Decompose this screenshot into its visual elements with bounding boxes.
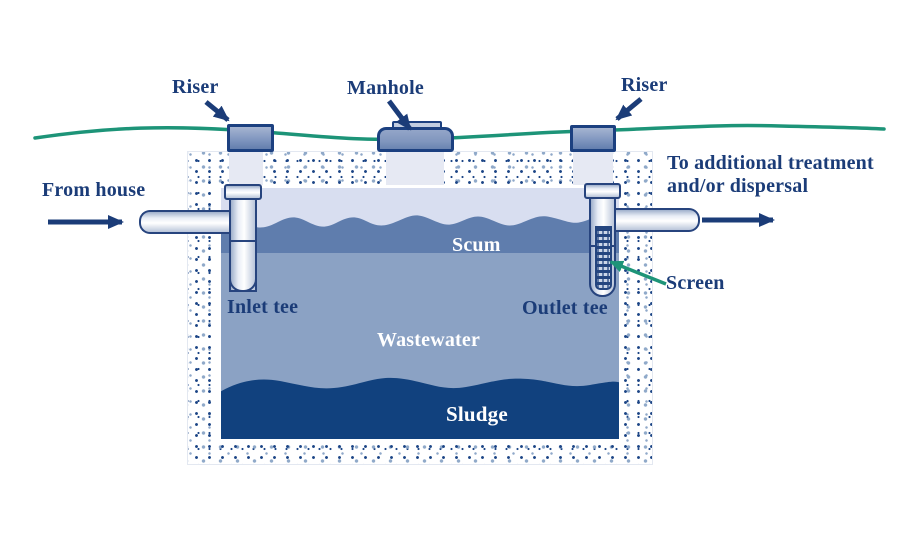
interior-white-frame	[218, 185, 622, 442]
screen-label: Screen	[666, 272, 725, 294]
inlet-tee-label: Inlet tee	[227, 296, 299, 318]
riser-right-label: Riser	[621, 74, 668, 96]
sludge-label: Sludge	[446, 402, 508, 426]
inlet-tee-collar	[224, 184, 262, 200]
sludge-layer	[218, 377, 622, 442]
to-additional-line1: To additional treatment	[667, 152, 874, 174]
manhole-cover	[377, 127, 454, 152]
outlet-pipe	[604, 208, 700, 232]
tank-interior	[218, 185, 622, 442]
manhole-label: Manhole	[347, 77, 424, 99]
riser-left-label: Riser	[172, 76, 219, 98]
riser-shaft-right	[573, 152, 613, 188]
to-additional-label: To additional treatment and/or dispersal	[667, 152, 874, 198]
riser-shaft-left	[229, 152, 263, 188]
outlet-tee-label: Outlet tee	[522, 297, 608, 319]
scum-layer	[218, 214, 622, 253]
from-house-label: From house	[42, 179, 146, 201]
outlet-tee-collar	[584, 183, 621, 199]
riser-right	[570, 125, 616, 152]
ground-surface-line	[33, 123, 886, 142]
manhole-shaft	[386, 152, 444, 188]
inlet-pipe	[139, 210, 245, 234]
riser-left	[227, 124, 274, 152]
effluent-screen	[595, 226, 612, 290]
wastewater-label: Wastewater	[377, 329, 481, 351]
inlet-tee-pipe-bottom	[229, 240, 257, 292]
to-additional-line2: and/or dispersal	[667, 175, 809, 197]
scum-label: Scum	[452, 234, 501, 256]
